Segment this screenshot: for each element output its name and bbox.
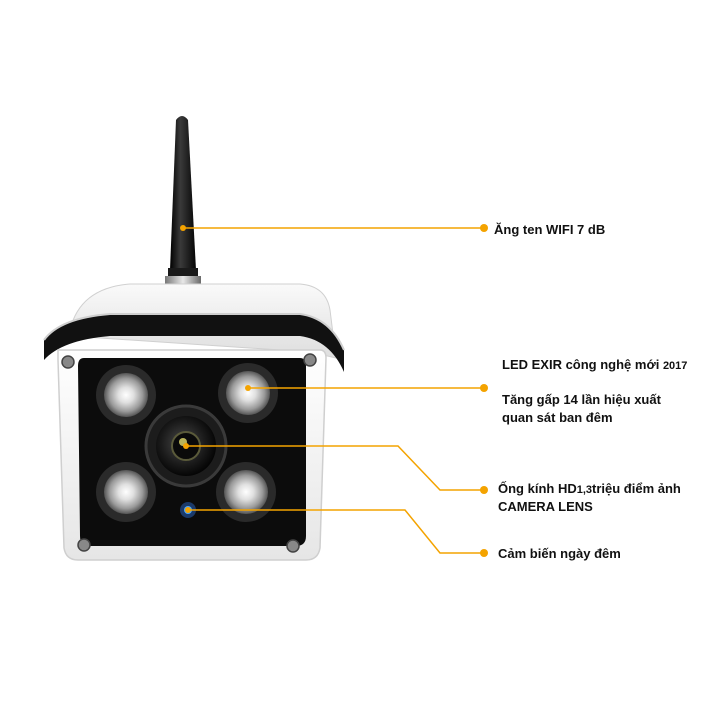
label-led-desc-2: quan sát ban đêm bbox=[502, 410, 613, 425]
label-lens-2: CAMERA LENS bbox=[498, 499, 593, 514]
ir-led-top-right bbox=[218, 363, 278, 423]
label-lens-1-prefix: Ống kính HD bbox=[498, 481, 577, 496]
label-led-desc-1: Tăng gấp 14 lần hiệu xuất bbox=[502, 392, 661, 407]
antenna bbox=[160, 116, 206, 296]
leader-dots bbox=[180, 224, 488, 557]
leader-dot-sensor bbox=[185, 507, 191, 513]
ir-led-bottom-right bbox=[216, 462, 276, 522]
ir-led-bottom-left bbox=[96, 462, 156, 522]
label-lens-1-number: 1,3 bbox=[576, 484, 593, 496]
camera-visor bbox=[43, 283, 345, 372]
leader-dot-antenna bbox=[180, 225, 186, 231]
leader-line-sensor bbox=[188, 509, 484, 554]
leader-dot-lens bbox=[183, 443, 189, 449]
ir-led-array bbox=[96, 363, 278, 522]
label-antenna: Ăng ten WIFI 7 dB bbox=[494, 222, 606, 237]
leader-dot-led bbox=[245, 385, 251, 391]
leader-line-lens bbox=[186, 445, 484, 491]
label-led-year: 2017 bbox=[662, 360, 688, 372]
ir-led-top-left bbox=[96, 365, 156, 425]
label-sensor: Cảm biến ngày đêm bbox=[498, 546, 621, 561]
leader-lines bbox=[183, 227, 484, 554]
label-led-title: LED EXIR công nghệ mới 2017 bbox=[502, 356, 687, 375]
label-lens-1-suffix: triệu điểm ảnh bbox=[592, 481, 681, 496]
label-led-title-text: LED EXIR công nghệ mới bbox=[502, 357, 660, 372]
label-lens-1: Ống kính HD1,3triệu điểm ảnh bbox=[498, 480, 681, 499]
